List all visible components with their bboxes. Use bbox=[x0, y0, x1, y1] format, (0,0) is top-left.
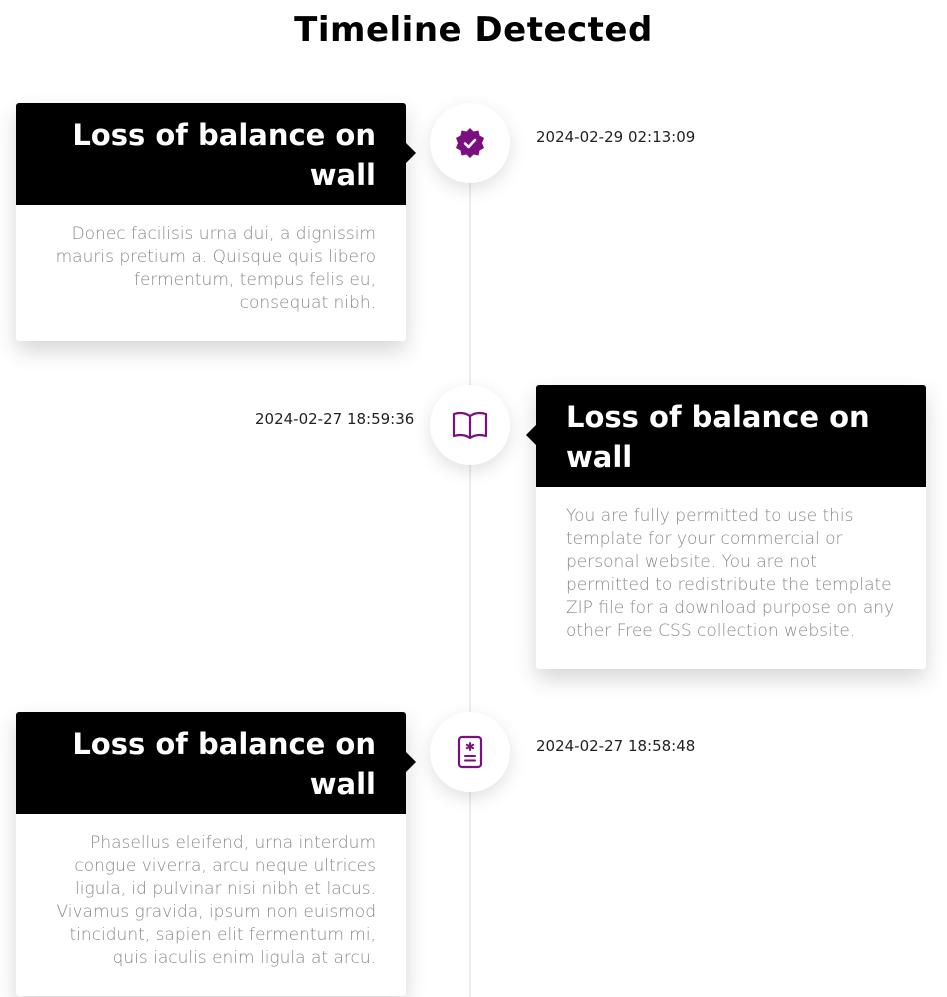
timeline-timestamp: 2024-02-27 18:59:36 bbox=[255, 410, 415, 428]
timeline-card-body: Donec facilisis urna dui, a dignissim ma… bbox=[55, 224, 376, 313]
timeline-line bbox=[469, 140, 471, 997]
verified-badge-icon bbox=[453, 126, 487, 160]
timeline-node-3 bbox=[430, 712, 510, 792]
timeline-timestamp: 2024-02-27 18:58:48 bbox=[536, 737, 696, 755]
timeline-card-title: Loss of balance on wall bbox=[16, 712, 416, 814]
timeline-card-body: You are fully permitted to use this temp… bbox=[566, 506, 895, 641]
timeline-timestamp: 2024-02-29 02:13:09 bbox=[536, 128, 696, 146]
timeline-card-body: Phasellus eleifend, urna interdum congue… bbox=[56, 833, 377, 968]
timeline-card-title: Loss of balance on wall bbox=[526, 385, 926, 487]
timeline-card-2[interactable]: Loss of balance on wall You are fully pe… bbox=[526, 385, 926, 669]
page-title: Timeline Detected bbox=[294, 10, 653, 50]
open-book-icon bbox=[452, 410, 488, 440]
timeline-card-3[interactable]: Loss of balance on wall Phasellus eleife… bbox=[16, 712, 416, 996]
timeline-node-2 bbox=[430, 385, 510, 465]
timeline-node-1 bbox=[430, 103, 510, 183]
timeline-card-title: Loss of balance on wall bbox=[16, 103, 416, 205]
id-card-icon bbox=[457, 735, 483, 769]
timeline-card-1[interactable]: Loss of balance on wall Donec facilisis … bbox=[16, 103, 416, 341]
